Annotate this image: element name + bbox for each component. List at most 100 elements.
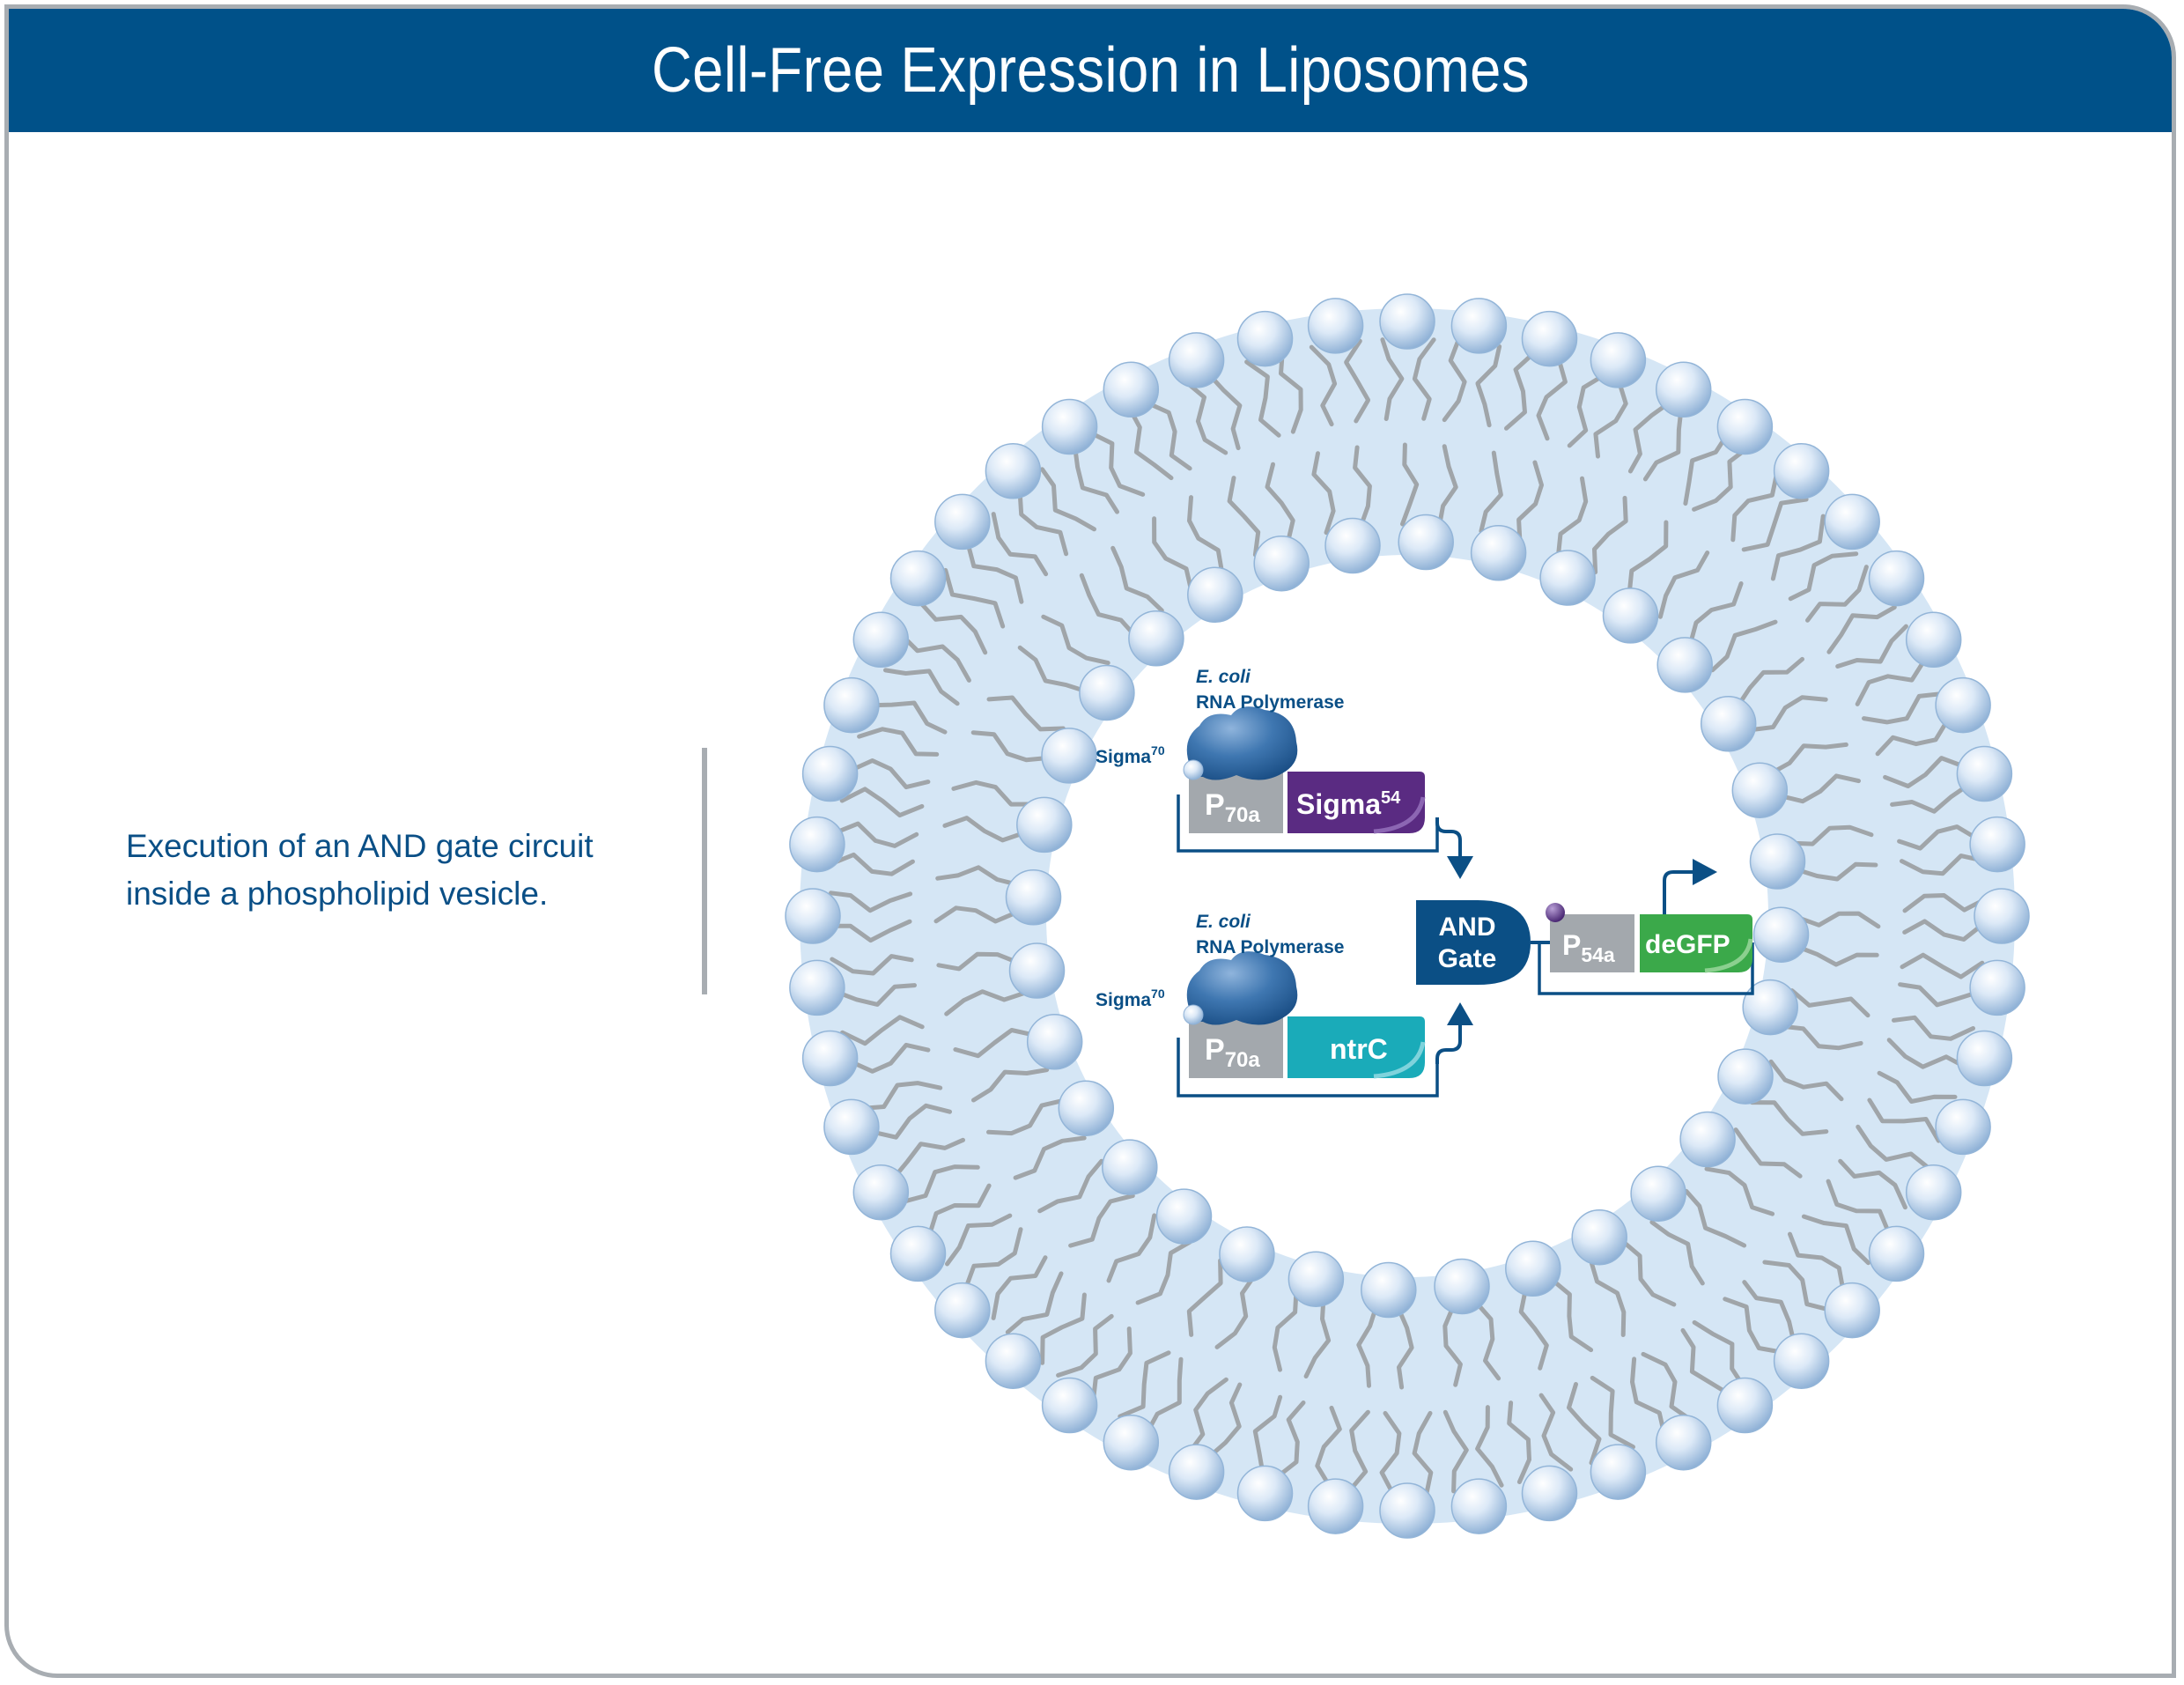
lipid-head (1956, 1030, 2013, 1087)
lipid-tail (839, 787, 925, 818)
lipid-tail (1072, 442, 1119, 514)
lipid-tail (1442, 1409, 1469, 1494)
lipid-tail (963, 1227, 1023, 1290)
lipid-head (1187, 566, 1243, 624)
lipid-head (1450, 1478, 1508, 1534)
lipid-head (1128, 610, 1184, 667)
lipid-head (1752, 906, 1810, 963)
lipid-head (1824, 493, 1880, 551)
lipid-head (1590, 332, 1647, 388)
lipid-tail (1862, 691, 1942, 725)
lipid-tail (953, 1028, 1037, 1059)
lipid-head (1655, 1414, 1712, 1471)
lipid-tail (1186, 1258, 1223, 1337)
lipid-tail (1649, 1220, 1705, 1286)
lipid-head (1731, 762, 1789, 818)
output-gene-sheen (1704, 938, 1753, 973)
bottom-gene-sheen (1373, 1041, 1426, 1079)
lipid-tail (1567, 1382, 1602, 1466)
lipid-tail (935, 865, 1019, 887)
bottom-species-label: E. coli (1196, 912, 1251, 932)
lipid-head (934, 1282, 991, 1339)
lipid-tail (1797, 911, 1881, 929)
lipid-head (1773, 1333, 1830, 1389)
lipid-head (934, 493, 991, 551)
lipid-tail (1855, 658, 1927, 706)
lipid-head (1058, 1080, 1115, 1136)
caption-line-2: inside a phospholipid vesicle. (126, 876, 549, 912)
and-gate-shape (1416, 900, 1531, 985)
lipid-tail (1892, 1015, 1975, 1041)
lipid-head (1236, 310, 1294, 367)
lipid-tail (1877, 1070, 1958, 1104)
lipid-tail (1442, 1303, 1463, 1387)
lipid-tail (891, 1137, 965, 1181)
lipid-tail (1473, 1299, 1502, 1381)
and-gate-label-line2: Gate (1438, 944, 1497, 973)
lipid-head (985, 1333, 1042, 1389)
and-gate: AND Gate (1416, 900, 1550, 985)
top-gene-sheen (1373, 796, 1426, 834)
output-gene-label: deGFP (1645, 930, 1730, 959)
lipid-tail (1475, 1405, 1504, 1488)
lipid-head (1307, 298, 1364, 354)
lipid-tail (1750, 695, 1828, 732)
lipid-head (1935, 676, 1991, 734)
lipid-head (789, 816, 845, 873)
lipid-tail (1550, 1277, 1594, 1353)
figure-title: Cell-Free Expression in Liposomes (651, 35, 1530, 106)
lipid-head (1236, 1465, 1294, 1522)
lipid-head (1974, 888, 2030, 944)
lipid-tail (1516, 460, 1544, 543)
lipid-tail (1589, 1260, 1627, 1337)
lipid-tail (926, 1183, 992, 1240)
lipid-tail (1710, 619, 1778, 673)
output-dna-strand (1538, 942, 1754, 995)
lipid-head (1041, 1377, 1098, 1434)
lipid-tail (1309, 344, 1338, 427)
lipid-tail (1788, 1231, 1847, 1296)
lipid-tail (1641, 1351, 1693, 1422)
lipid-head (1773, 443, 1830, 499)
bottom-arrow (1435, 1024, 1462, 1064)
lipid-tail (1768, 1059, 1844, 1102)
lipid-head (1539, 550, 1596, 606)
lipid-head (1905, 611, 1962, 669)
lipid-tail (1315, 1405, 1342, 1490)
lipid-head (1935, 1098, 1991, 1156)
lipid-tail (1536, 357, 1568, 441)
lipid-tail (1826, 604, 1897, 654)
lipid-head (1398, 514, 1454, 571)
lipid-tail (1762, 1260, 1832, 1312)
lipid-head (1219, 1226, 1275, 1282)
lipid-tail (870, 1103, 952, 1140)
lipid-tail (830, 852, 915, 876)
lipid-tail (860, 1081, 943, 1111)
lipid-tail (1794, 861, 1878, 882)
bottom-rna-polymerase-icon (1186, 951, 1298, 1025)
lipid-tail (936, 951, 1021, 972)
lipid-tail (1244, 359, 1281, 438)
lipid-tail (1621, 1240, 1677, 1307)
lipid-head (1026, 1014, 1083, 1070)
lipid-head (1824, 1282, 1880, 1339)
lipid-tail (1353, 445, 1372, 529)
lipid-head (789, 959, 845, 1016)
lipid-tail (942, 816, 1027, 843)
lipid-head (1868, 550, 1925, 607)
bottom-polymerase-label: RNA Polymerase (1196, 937, 1344, 957)
lipid-tail (1749, 1100, 1829, 1136)
lipid-tail (1128, 407, 1174, 481)
lipid-tail (1504, 351, 1537, 431)
lipid-tail (1068, 1194, 1135, 1248)
lipid-tail (1206, 1382, 1243, 1460)
lipid-head (1103, 361, 1160, 418)
lipid-tail (834, 821, 919, 848)
lipid-head (1168, 332, 1225, 388)
lipid-head (823, 676, 880, 734)
lipid-head (1253, 535, 1310, 592)
lipid-tail (1227, 476, 1261, 558)
lipid-tail (1567, 372, 1608, 448)
lipid-tail (828, 919, 912, 943)
lipid-tail (965, 540, 1024, 604)
